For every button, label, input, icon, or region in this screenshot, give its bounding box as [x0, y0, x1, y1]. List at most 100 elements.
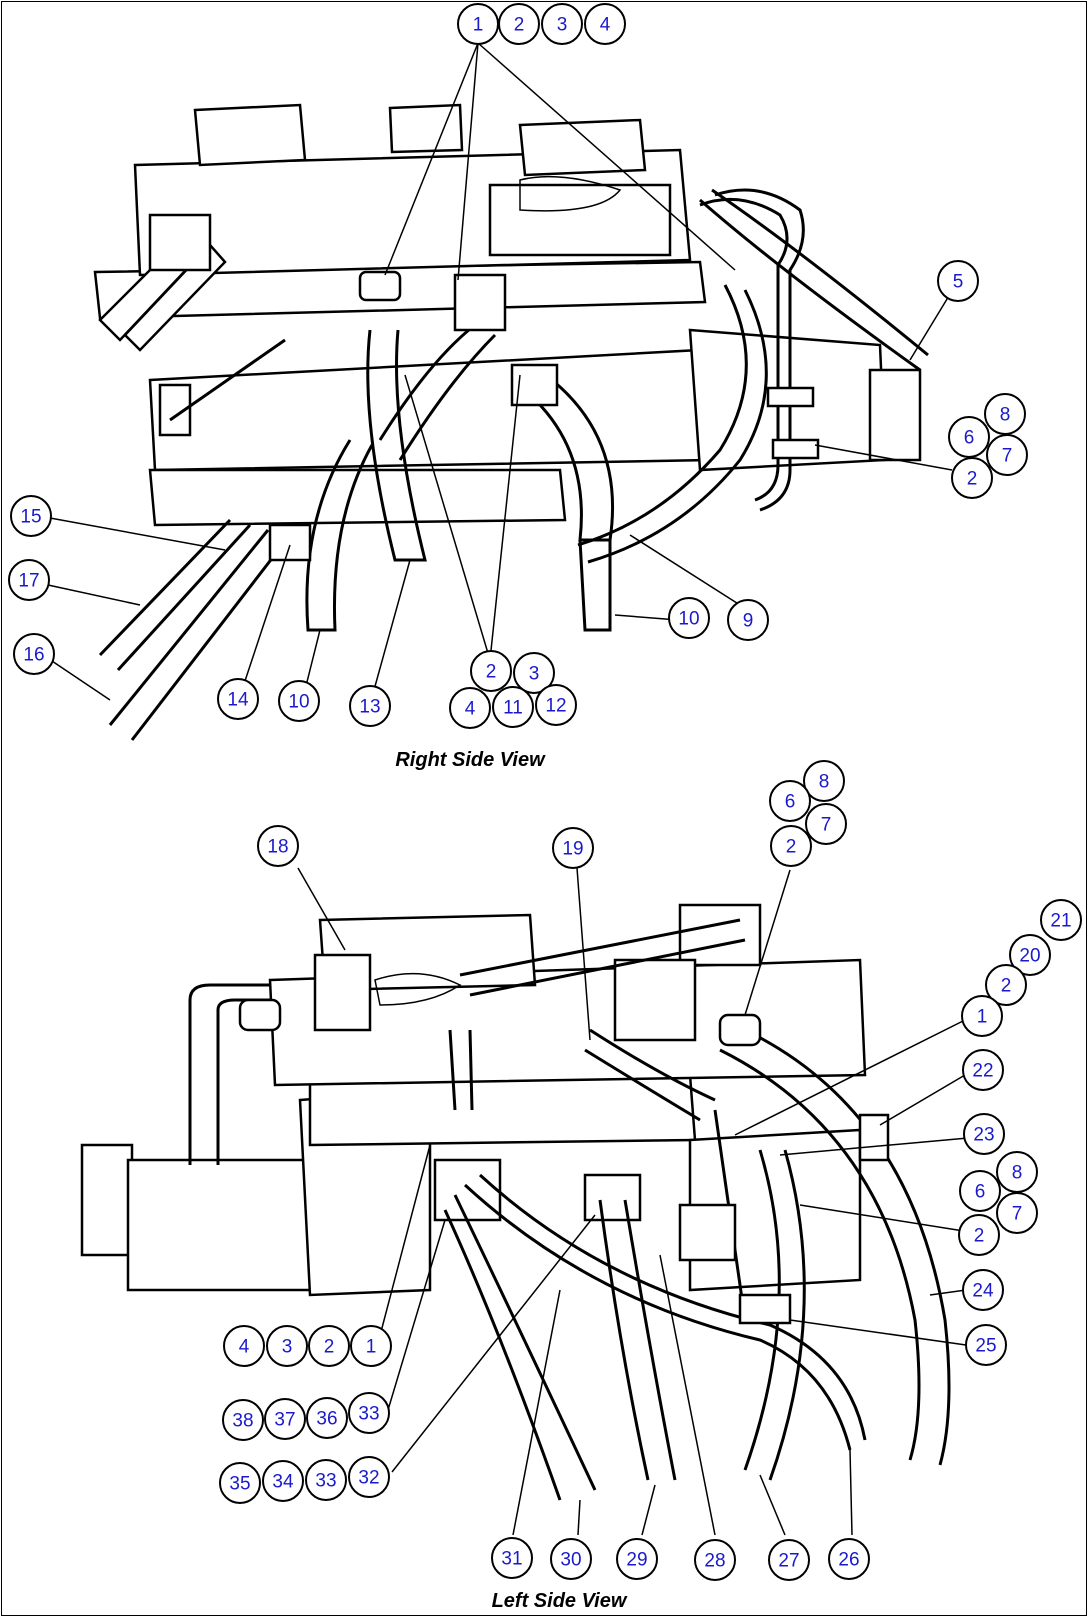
callout-balloon-left-25: 25 [965, 1324, 1007, 1366]
balloon-label: 27 [778, 1551, 799, 1572]
leader-1-lower [376, 1144, 431, 1348]
balloon-label: 1 [977, 1007, 988, 1028]
balloon-circle [266, 1325, 308, 1367]
callout-balloon-left-24: 24 [962, 1269, 1004, 1311]
balloon-label: 7 [1012, 1204, 1023, 1225]
callout-balloon-right-7: 7 [986, 434, 1028, 476]
callout-balloon-left-4: 4 [223, 1325, 265, 1367]
leader-10r [614, 614, 679, 621]
balloon-circle [961, 995, 1003, 1037]
leader-19 [576, 867, 591, 1041]
hose-26-a [463, 1183, 852, 1451]
hose-24-b [744, 1028, 951, 1466]
balloon-label: 13 [359, 697, 380, 718]
callout-balloon-right-4: 4 [449, 687, 491, 729]
return-line-loop-inner [699, 197, 789, 502]
return-line-loop [714, 188, 805, 512]
balloon-label: 24 [972, 1281, 994, 1302]
cross-hose-b [469, 938, 746, 997]
leader-15 [49, 517, 226, 551]
balloon-circle [768, 1539, 810, 1581]
balloon-label: 4 [600, 15, 611, 36]
callout-balloon-left-2: 2 [770, 825, 812, 867]
balloon-label: 28 [704, 1551, 725, 1572]
caption-right-side-view: Right Side View [395, 749, 546, 771]
balloon-label: 4 [465, 699, 476, 720]
port-32 [583, 1173, 642, 1222]
balloon-label: 35 [229, 1474, 250, 1495]
leader-2-a [404, 374, 491, 661]
balloon-circle [219, 1462, 261, 1504]
balloon-circle [552, 827, 594, 869]
balloon-circle [985, 964, 1027, 1006]
callout-balloon-left-31: 31 [491, 1537, 533, 1579]
balloon-label: 9 [743, 611, 754, 632]
hose-30-b [443, 1209, 562, 1501]
balloon-circle [223, 1325, 265, 1367]
balloon-circle [308, 1325, 350, 1367]
callout-balloon-left-22: 22 [962, 1049, 1004, 1091]
balloon-circle [491, 1537, 533, 1579]
hose-30-a [453, 1194, 597, 1491]
balloon-label: 7 [821, 815, 832, 836]
clamp-1 [358, 270, 402, 302]
leader-31 [512, 1289, 561, 1536]
balloon-label: 6 [975, 1182, 986, 1203]
motor-line [188, 983, 270, 1165]
leader-2-top [744, 869, 791, 1016]
balloon-label: 37 [274, 1410, 295, 1431]
callout-balloon-left-19: 19 [552, 827, 594, 869]
leader-9 [629, 534, 741, 606]
balloon-circle [803, 760, 845, 802]
balloon-label: 17 [18, 571, 39, 592]
balloon-label: 2 [324, 1337, 335, 1358]
callout-balloon-left-8: 8 [803, 760, 845, 802]
leader-2-mid [799, 1204, 971, 1233]
balloon-label: 25 [975, 1336, 996, 1357]
leader-24 [929, 1289, 967, 1296]
callout-balloon-left-36: 36 [306, 1397, 348, 1439]
balloon-label: 19 [562, 839, 583, 860]
balloon-circle [349, 685, 391, 727]
manifold-cover [518, 118, 647, 177]
balloon-label: 36 [316, 1409, 337, 1430]
hose-29-b [623, 1199, 677, 1481]
clamp-14 [268, 523, 312, 562]
valve-cap [388, 103, 464, 154]
motor-line-b [216, 998, 270, 1165]
balloon-circle [8, 559, 50, 601]
left-frame-rail [308, 1073, 697, 1147]
balloon-circle [348, 1392, 390, 1434]
callout-balloon-left-35: 35 [219, 1462, 261, 1504]
solenoid-18 [313, 953, 372, 1032]
balloon-label: 3 [557, 15, 568, 36]
hose-10-stub [578, 539, 612, 632]
balloon-label: 20 [1019, 946, 1040, 967]
balloon-label: 21 [1050, 911, 1071, 932]
hose-16-a [108, 529, 270, 726]
callout-balloon-right-9: 9 [727, 599, 769, 641]
clamp-25 [738, 1293, 792, 1325]
solenoid-block [193, 103, 307, 167]
clamp-8 [766, 386, 815, 408]
cross-member [148, 468, 567, 527]
leader-18 [297, 867, 346, 951]
balloon-circle [986, 434, 1028, 476]
valve-window [613, 958, 697, 1042]
callout-balloon-right-3: 3 [513, 652, 555, 694]
callout-balloon-left-8: 8 [996, 1151, 1038, 1193]
callout-balloon-right-14: 14 [217, 678, 259, 720]
balloon-circle [492, 686, 534, 728]
hose-17-a [98, 518, 232, 657]
leader-30 [577, 1499, 581, 1536]
balloon-circle [217, 678, 259, 720]
callout-balloon-right-8: 8 [984, 393, 1026, 435]
balloon-label: 3 [529, 664, 540, 685]
callout-balloon-left-20: 20 [1009, 934, 1051, 976]
leader-23 [779, 1137, 969, 1156]
hose-to-port-b [398, 333, 497, 461]
balloon-circle [958, 1214, 1000, 1256]
balloon-label: 38 [232, 1411, 253, 1432]
